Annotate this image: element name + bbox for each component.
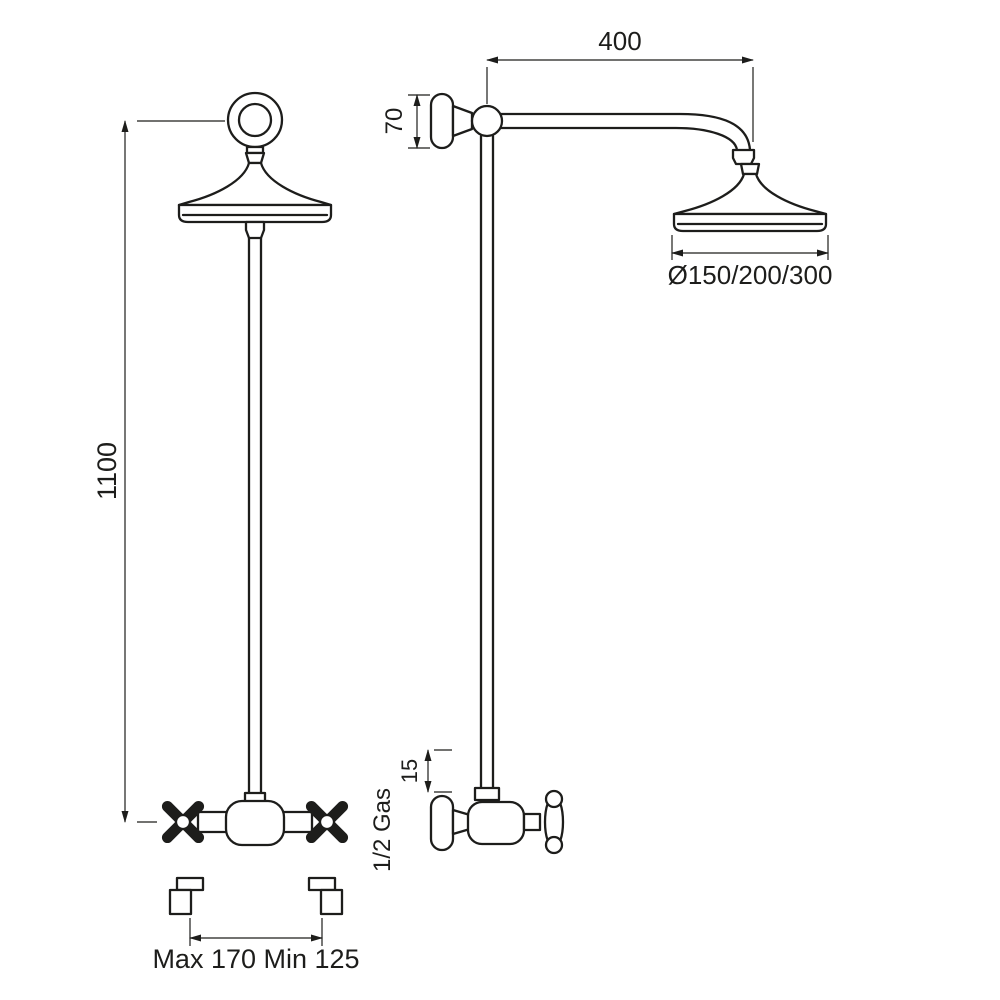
head-rim [177, 203, 333, 224]
dimension-head-diameter: Ø150/200/300 [668, 235, 833, 290]
valve-side [429, 786, 565, 855]
riser-pipe-side [479, 134, 495, 790]
dim-label-inlet-spacing: Max 170 Min 125 [152, 944, 359, 974]
valve-body [224, 799, 286, 847]
inlet-fittings [168, 876, 344, 916]
handle-stem [522, 812, 542, 832]
arm-outer-line [470, 112, 752, 152]
ball-joint [470, 104, 504, 138]
pipe-valve-coupling [473, 786, 501, 802]
head-rim [672, 212, 828, 233]
handle-hub [318, 813, 336, 831]
dimension-column-height: 1100 [92, 120, 225, 823]
inlet-left-cap [175, 876, 205, 892]
handle-hub [174, 813, 192, 831]
dimension-inlet-spacing: Max 170 Min 125 [152, 918, 360, 974]
arm-end-coupling [731, 148, 756, 166]
shower-arm [429, 92, 756, 166]
valve-arm-left [196, 810, 230, 834]
flange-cone-top [451, 104, 474, 138]
shower-head-front [177, 91, 333, 240]
dim-label-column-height: 1100 [92, 442, 122, 500]
cross-handle-left [161, 800, 205, 844]
dim-label-head-diameter: Ø150/200/300 [668, 260, 833, 290]
dimension-arm-length: 400 [486, 26, 754, 142]
handle-lobe-top [544, 789, 564, 809]
mixer-valve-front [161, 791, 349, 847]
arm-inner-line [470, 126, 739, 152]
wall-ring-inner [237, 102, 273, 138]
shower-head-side [672, 162, 828, 233]
front-view: 1100 [92, 91, 360, 974]
valve-body-side [466, 800, 526, 846]
dimension-wall-offset: 15 [397, 749, 452, 793]
head-dome [177, 161, 333, 207]
head-dome [672, 172, 828, 216]
dim-label-flange-height: 70 [381, 108, 408, 135]
thread-size-label: 1/2 Gas [369, 788, 396, 872]
dimension-flange-height: 70 [381, 94, 430, 149]
inlet-right-cap [307, 876, 337, 892]
riser-pipe-front [247, 236, 263, 795]
head-coupling [244, 220, 266, 240]
cross-handle-right [305, 800, 349, 844]
inlet-right-body [319, 888, 344, 916]
dim-label-arm-length: 400 [598, 26, 641, 56]
dim-label-wall-offset: 15 [397, 759, 422, 783]
wall-flange-bottom [429, 794, 455, 852]
inlet-left-body [168, 888, 193, 916]
wall-flange-top [429, 92, 455, 150]
handle-lobe-bottom [544, 835, 564, 855]
head-neck [739, 162, 761, 176]
side-view: 400 70 [369, 26, 832, 872]
head-neck [244, 151, 266, 165]
valve-arm-right [280, 810, 314, 834]
